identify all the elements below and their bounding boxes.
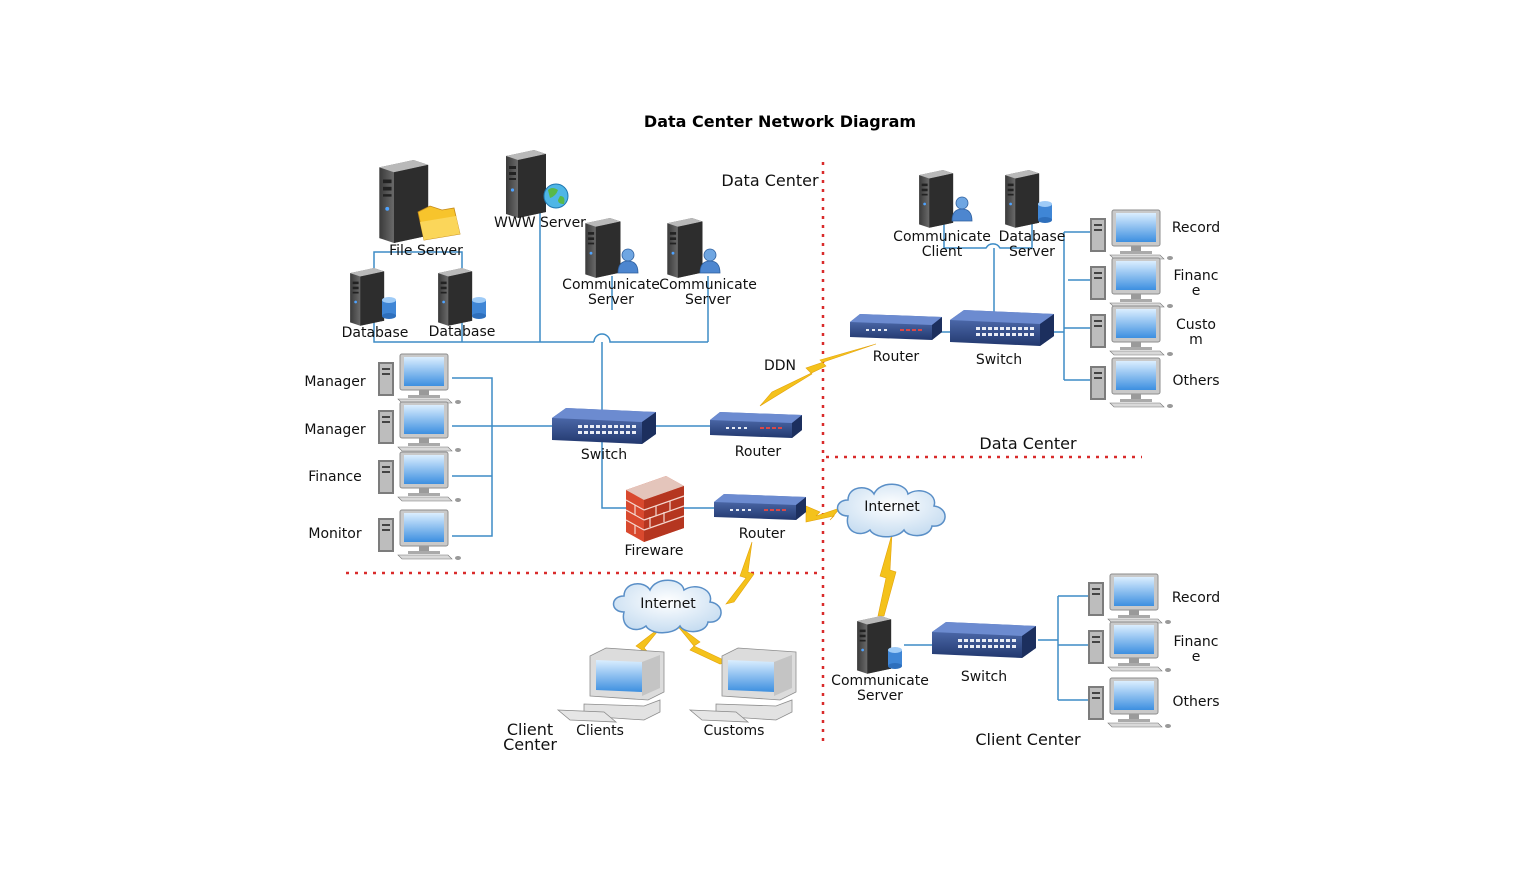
others-bottom-workstation-icon [1087,677,1172,729]
communicate-server-right-icon [857,616,902,674]
switch-left-icon [552,408,656,444]
finance-bottom-workstation-icon [1087,621,1172,673]
finance-top-workstation-icon [1089,257,1174,309]
monitor-workstation-icon [377,509,462,561]
zone-label-client-center-right: Client Center [975,730,1081,749]
switch-right-top-icon [950,310,1054,346]
label-switch-right-top: Switch [976,352,1022,368]
label-manager-1: Manager [304,374,366,390]
router-left-lower-icon [714,494,806,520]
router-left-icon [710,412,802,438]
customs-pc-icon [689,647,797,723]
label-database-1: Database [342,325,409,341]
label-router-right: Router [873,349,920,365]
internet-lightning-icon [877,533,897,617]
record-bottom-workstation-icon [1087,573,1172,625]
label-file-server: File Server [389,243,463,259]
database-server-icon [1005,170,1052,228]
label-clients: Clients [576,723,624,739]
label-fireware: Fireware [624,543,683,559]
label-manager-2: Manager [304,422,366,438]
switch-right-bottom-icon [932,622,1036,658]
label-router-left: Router [735,444,782,460]
label-internet-left: Internet [640,596,696,612]
www-server-icon [506,150,569,218]
label-record-bottom: Record [1172,590,1220,606]
label-switch-right-bottom: Switch [961,669,1007,685]
communicate-server-1-icon [585,218,639,278]
label-customs: Customs [704,723,765,739]
label-router-left-lower: Router [739,526,786,542]
label-others-top: Others [1172,373,1219,389]
router-right-icon [850,314,942,340]
firewall-icon [625,475,685,543]
record-top-workstation-icon [1089,209,1174,261]
label-finance-left: Finance [308,469,362,485]
custom-top-workstation-icon [1089,305,1174,357]
manager-2-workstation-icon [377,401,462,453]
communicate-server-2-icon [667,218,721,278]
router-cloud-lightning-icon [725,541,755,605]
label-ddn: DDN [764,358,796,374]
database-2-icon [438,268,486,326]
manager-1-workstation-icon [377,353,462,405]
label-monitor: Monitor [308,526,361,542]
label-others-bottom: Others [1172,694,1219,710]
finance-workstation-icon [377,451,462,503]
diagram-title: Data Center Network Diagram [644,112,916,131]
zone-label-data-center-right: Data Center [979,434,1077,453]
label-internet-right: Internet [864,499,920,515]
label-database-2: Database [429,324,496,340]
router-internet-lightning-icon [805,505,841,523]
others-top-workstation-icon [1089,357,1174,409]
zone-label-data-center-top: Data Center [721,171,819,190]
database-1-icon [350,268,396,326]
label-www-server: WWW Server [494,215,586,231]
ddn-lightning-icon [759,343,877,407]
clients-pc-icon [557,647,665,723]
communicate-client-icon [919,170,973,228]
label-record-top: Record [1172,220,1220,236]
label-switch-left: Switch [581,447,627,463]
file-server-icon [379,160,461,243]
